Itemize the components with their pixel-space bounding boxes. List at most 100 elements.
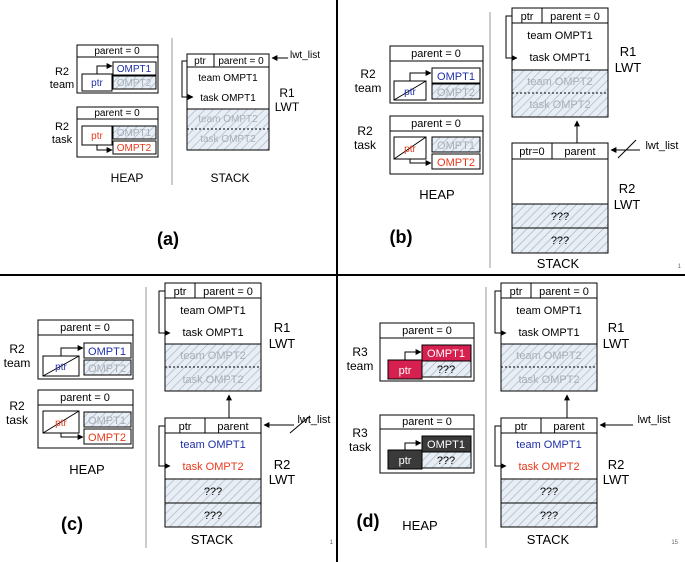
team-ompt2-greyed: team OMPT2 bbox=[527, 76, 592, 88]
ompt1-slot-greyed bbox=[431, 136, 481, 153]
r2-label: R2 bbox=[619, 181, 636, 196]
parent-field: parent = 0 bbox=[550, 11, 600, 23]
task-label-line1: R2 bbox=[55, 121, 69, 133]
lwt-list-label: lwt_list bbox=[297, 414, 330, 426]
ptr-zero-field: ptr=0 bbox=[519, 146, 544, 158]
parent-field: parent = 0 bbox=[411, 48, 461, 60]
unknown-entry: ??? bbox=[551, 211, 569, 223]
task-ompt2-greyed: task OMPT2 bbox=[200, 134, 256, 145]
heap-task-block: parent = 0 ptr OMPT1 ??? bbox=[379, 414, 475, 474]
parent-field: parent = 0 bbox=[94, 46, 140, 57]
ompt1-text: OMPT1 bbox=[427, 348, 465, 360]
team-ompt1-entry: team OMPT1 bbox=[516, 305, 581, 317]
ompt2-slot bbox=[431, 153, 481, 170]
ptr-text: ptr bbox=[55, 362, 67, 373]
task-ompt2-greyed: task OMPT2 bbox=[518, 374, 579, 386]
lwt-list-strike bbox=[617, 139, 637, 159]
ptr-text: ptr bbox=[91, 78, 103, 89]
task-ompt1-entry: task OMPT1 bbox=[200, 93, 256, 104]
ptr-field: ptr bbox=[510, 286, 523, 298]
ompt2-slot-greyed bbox=[112, 75, 157, 90]
panel-d: R3 team parent = 0 ptr OMPT1 ??? R3 task… bbox=[347, 282, 679, 548]
ompt1-slot bbox=[112, 61, 157, 76]
unknown-text: ??? bbox=[437, 455, 455, 467]
ompt1-text: OMPT1 bbox=[437, 71, 475, 83]
stack-r1-frame: ptr parent = 0 team OMPT1 task OMPT1 tea… bbox=[494, 282, 598, 392]
task-ompt1-entry: task OMPT1 bbox=[518, 327, 579, 339]
heap-task-block: parent = 0 ptr OMPT1 OMPT2 bbox=[389, 115, 484, 175]
team-ompt1-entry: team OMPT1 bbox=[198, 73, 258, 84]
lwt-list-strike bbox=[289, 415, 311, 434]
r1-lwt-label: LWT bbox=[275, 100, 300, 114]
parent-field: parent bbox=[217, 421, 248, 433]
lwt-list-label: lwt_list bbox=[645, 140, 678, 152]
team-ompt2-greyed: team OMPT2 bbox=[180, 350, 245, 362]
task-label-line2: task bbox=[354, 138, 377, 152]
task-ompt1-entry: task OMPT1 bbox=[529, 52, 590, 64]
task-label-line2: task bbox=[6, 413, 29, 427]
unknown-entry: ??? bbox=[204, 486, 222, 498]
ompt2-text: OMPT2 bbox=[437, 157, 475, 169]
task-label-line1: R3 bbox=[352, 426, 368, 440]
ptr-field: ptr bbox=[174, 286, 187, 298]
heap-label: HEAP bbox=[402, 518, 437, 533]
lwt-list-label: lwt_list bbox=[290, 50, 320, 61]
ptr-field: ptr bbox=[515, 421, 528, 433]
ompt2-greyed-text: OMPT2 bbox=[88, 363, 126, 375]
parent-field: parent = 0 bbox=[218, 56, 264, 67]
team-label-line1: R2 bbox=[360, 67, 376, 81]
r1-label: R1 bbox=[620, 44, 637, 59]
r1-label: R1 bbox=[608, 320, 625, 335]
ompt2-text: OMPT2 bbox=[88, 432, 126, 444]
unknown-entry: ??? bbox=[551, 235, 569, 247]
panel-label: (b) bbox=[390, 227, 413, 247]
stack-label: STACK bbox=[537, 256, 580, 271]
heap-task-block: parent = 0 ptr OMPT1 OMPT2 bbox=[76, 106, 159, 158]
team-ompt1-entry: team OMPT1 bbox=[180, 305, 245, 317]
ptr-text: ptr bbox=[399, 365, 412, 377]
panel-a: R2 team parent = 0 ptr OMPT1 OMPT2 R2 ta… bbox=[50, 38, 320, 249]
unknown-entry: ??? bbox=[540, 486, 558, 498]
ompt1-text: OMPT1 bbox=[88, 346, 126, 358]
ompt2-greyed-text: OMPT2 bbox=[117, 78, 152, 89]
ompt2-slot bbox=[83, 428, 132, 445]
team-label-line2: team bbox=[4, 356, 31, 370]
task-ompt1-entry: task OMPT1 bbox=[182, 327, 243, 339]
unknown-slot bbox=[421, 360, 472, 378]
corner-slide-number: 1 bbox=[330, 540, 334, 546]
parent-field: parent = 0 bbox=[411, 118, 461, 130]
team-ompt1-entry-blue: team OMPT1 bbox=[180, 439, 245, 451]
r1-lwt-label: LWT bbox=[603, 336, 630, 351]
heap-label: HEAP bbox=[419, 187, 454, 202]
ompt2-greyed-text: OMPT2 bbox=[437, 87, 475, 99]
heap-label: HEAP bbox=[69, 462, 104, 477]
parent-field: parent bbox=[553, 421, 584, 433]
parent-field: parent = 0 bbox=[539, 286, 589, 298]
corner-slide-number: 15 bbox=[671, 540, 678, 546]
panel-label: (a) bbox=[157, 229, 179, 249]
panel-c: R2 team parent = 0 ptr OMPT1 OMPT2 R2 ta… bbox=[4, 282, 334, 548]
ompt2-slot-greyed bbox=[431, 83, 481, 100]
heap-team-block: parent = 0 ptr OMPT1 OMPT2 bbox=[389, 45, 484, 104]
heap-label: HEAP bbox=[111, 171, 144, 185]
team-ompt2-greyed: team OMPT2 bbox=[516, 350, 581, 362]
panel-label: (c) bbox=[61, 514, 83, 534]
ptr-field: ptr bbox=[521, 11, 534, 23]
ompt1-slot-greyed bbox=[83, 411, 132, 428]
parent-field: parent bbox=[564, 146, 595, 158]
ptr-field: ptr bbox=[194, 56, 206, 67]
stack-r1-frame: ptr parent = 0 team OMPT1 task OMPT1 tea… bbox=[181, 53, 270, 151]
unknown-entry: ??? bbox=[204, 510, 222, 522]
stack-r2-frame: ptr parent team OMPT1 task OMPT2 ??? ??? bbox=[494, 417, 598, 528]
ptr-text: ptr bbox=[399, 455, 412, 467]
team-label-line2: team bbox=[347, 359, 374, 373]
task-ompt2-greyed: task OMPT2 bbox=[182, 374, 243, 386]
ompt1-slot bbox=[83, 342, 132, 359]
parent-field: parent = 0 bbox=[402, 416, 452, 428]
panel-b: R2 team parent = 0 ptr OMPT1 OMPT2 R2 ta… bbox=[354, 7, 682, 271]
parent-field: parent = 0 bbox=[60, 322, 110, 334]
parent-field: parent = 0 bbox=[60, 392, 110, 404]
task-label-line2: task bbox=[349, 440, 372, 454]
ptr-text: ptr bbox=[404, 87, 416, 98]
